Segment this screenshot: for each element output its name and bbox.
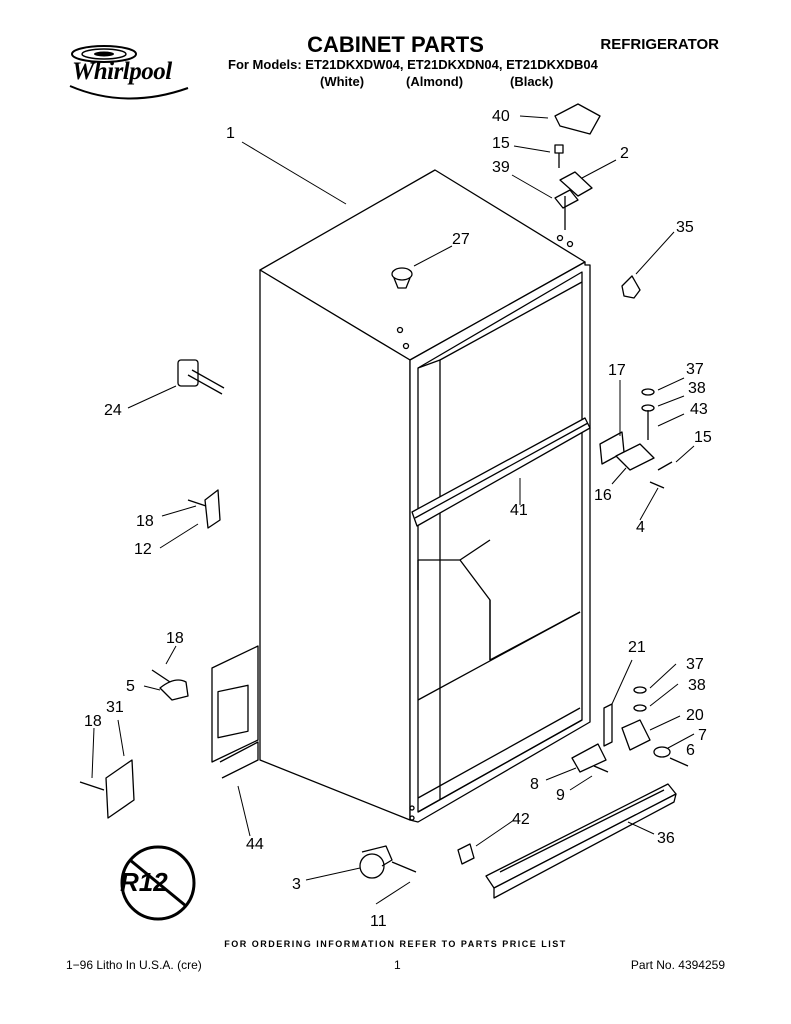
hinge-cover (554, 103, 601, 135)
callout-40: 40 (492, 108, 510, 125)
callout-16: 16 (594, 487, 612, 504)
callout-7: 7 (698, 727, 707, 744)
cabinet-plug (391, 267, 413, 289)
callout-12: 12 (134, 541, 152, 558)
grille-clip (457, 843, 475, 865)
callout-17: 17 (608, 362, 626, 379)
callout-35: 35 (676, 219, 694, 236)
model-numbers: For Models: ET21DKXDW04, ET21DKXDN04, ET… (228, 57, 598, 72)
cabinet-clip (621, 275, 641, 299)
hinge-screw-top (554, 144, 564, 168)
callout-9: 9 (556, 787, 565, 804)
appliance-type: REFRIGERATOR (600, 36, 719, 53)
whirlpool-logo (69, 45, 189, 100)
callout-36: 36 (657, 830, 675, 847)
page-number: 1 (394, 958, 401, 972)
callout-8: 8 (530, 776, 539, 793)
callout-15: 15 (694, 429, 712, 446)
page-title: CABINET PARTS (307, 32, 484, 57)
variant-almond: (Almond) (406, 74, 464, 89)
callout-15: 15 (492, 135, 510, 152)
toe-grille-bracket (571, 743, 609, 773)
callout-3: 3 (292, 876, 301, 893)
toe-grille (485, 783, 677, 899)
roller-assembly (359, 845, 417, 879)
callout-11: 11 (370, 913, 387, 930)
callout-6: 6 (686, 742, 695, 759)
callout-18: 18 (166, 630, 184, 647)
part-number: Part No. 4394259 (630, 958, 725, 972)
no-r12-label: R12 (120, 867, 168, 897)
cabinet-shell (259, 169, 591, 823)
callout-43: 43 (690, 401, 708, 418)
litho-info: 1−96 Litho In U.S.A. (cre) (66, 958, 202, 972)
callout-1: 1 (226, 125, 235, 142)
callout-18: 18 (136, 513, 154, 530)
callout-21: 21 (628, 639, 646, 656)
callout-27: 27 (452, 231, 470, 248)
brand-wordmark: Whirlpool (72, 58, 172, 85)
top-hinge (554, 171, 593, 230)
leveling-screw (177, 359, 225, 395)
callout-37: 37 (686, 656, 704, 673)
callout-18: 18 (84, 713, 102, 730)
divider-bar (411, 417, 591, 527)
access-cover (105, 759, 135, 819)
callout-39: 39 (492, 159, 510, 176)
callout-38: 38 (688, 677, 706, 694)
leader-lines (91, 115, 695, 905)
callout-44: 44 (246, 836, 264, 853)
callout-4: 4 (636, 519, 645, 536)
lower-hinge (603, 686, 689, 767)
wire-clip (159, 679, 189, 701)
middle-hinge (599, 388, 673, 489)
side-panel (211, 645, 259, 779)
callout-42: 42 (512, 811, 530, 828)
callout-5: 5 (126, 678, 135, 695)
ordering-note: FOR ORDERING INFORMATION REFER TO PARTS … (224, 939, 567, 949)
callout-41: 41 (510, 502, 528, 519)
callout-37: 37 (686, 361, 704, 378)
callout-31: 31 (106, 699, 124, 716)
variant-black: (Black) (510, 74, 554, 89)
upper-left-bracket (187, 489, 221, 529)
callout-20: 20 (686, 707, 704, 724)
callout-24: 24 (104, 402, 122, 419)
callout-38: 38 (688, 380, 706, 397)
no-r12-symbol (120, 845, 196, 921)
callout-2: 2 (620, 145, 629, 162)
variant-white: (White) (320, 74, 365, 89)
